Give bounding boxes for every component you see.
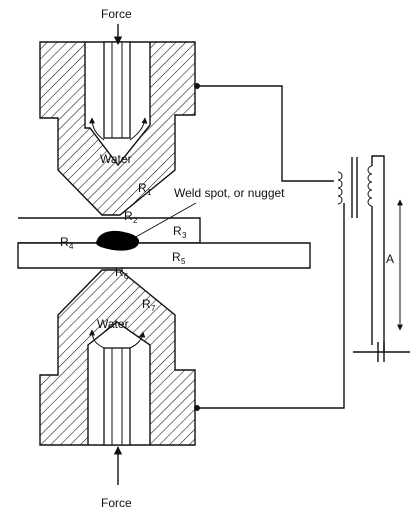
upper-lead-wire xyxy=(197,85,334,182)
transformer-primary-coil xyxy=(337,171,343,205)
svg-text:R: R xyxy=(172,250,181,264)
lower-electrode xyxy=(39,269,196,446)
svg-text:4: 4 xyxy=(69,242,74,251)
lower-water-flow-right xyxy=(129,331,146,349)
svg-text:6: 6 xyxy=(124,272,129,281)
svg-text:R: R xyxy=(115,265,124,279)
transformer-core xyxy=(351,157,358,218)
current-label: A xyxy=(386,252,394,266)
svg-text:2: 2 xyxy=(133,216,138,225)
force-top-label: Force xyxy=(101,7,132,21)
weld-spot-leader xyxy=(133,202,197,239)
lower-plate xyxy=(17,242,311,269)
lower-water-flow-left xyxy=(89,329,105,349)
transformer-secondary-coil xyxy=(367,165,373,207)
svg-text:R: R xyxy=(173,224,182,238)
svg-text:1: 1 xyxy=(147,188,152,197)
svg-text:3: 3 xyxy=(182,231,187,240)
secondary-top-wire xyxy=(371,155,385,345)
svg-text:5: 5 xyxy=(181,257,186,266)
water-bottom-label: Water xyxy=(97,317,129,331)
svg-text:7: 7 xyxy=(151,304,156,313)
weld-spot-label: Weld spot, or nugget xyxy=(174,186,285,200)
svg-text:R: R xyxy=(60,235,69,249)
upper-water-tube xyxy=(103,41,131,139)
lower-lead-wire xyxy=(197,203,345,409)
capacitor xyxy=(353,342,410,362)
water-top-label: Water xyxy=(100,152,132,166)
force-bottom-label: Force xyxy=(101,496,132,510)
svg-text:R: R xyxy=(142,297,151,311)
lower-water-tube xyxy=(103,347,131,446)
svg-text:R: R xyxy=(124,209,133,223)
weld-nugget xyxy=(96,230,140,251)
svg-text:R: R xyxy=(138,181,147,195)
upper-water-flow-left xyxy=(89,117,105,141)
upper-water-flow-right xyxy=(129,117,148,141)
upper-electrode xyxy=(39,41,196,216)
